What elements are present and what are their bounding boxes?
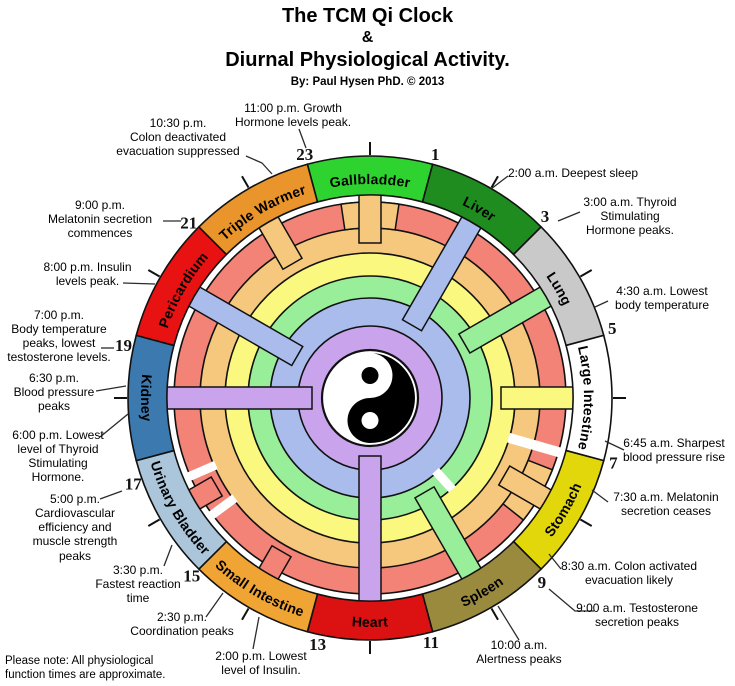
leader-line-3 — [122, 282, 156, 285]
hour-number-17: 17 — [125, 475, 143, 494]
spoke-kidney — [163, 386, 313, 410]
annotation-6pm-thyroid: 6:00 p.m. Lowest level of Thyroid Stimul… — [12, 428, 104, 485]
leader-line-1 — [245, 155, 273, 175]
leader-line-17 — [548, 588, 594, 612]
leader-line-6 — [99, 413, 129, 438]
annotation-830am-colon: 8:30 a.m. Colon activated evacuation lik… — [560, 559, 698, 588]
annotation-730am-melatonin: 7:30 a.m. Melatonin secretion ceases — [613, 490, 719, 519]
maze-gap-0 — [507, 432, 561, 458]
tick-300 — [147, 269, 161, 278]
leader-line-13 — [594, 300, 609, 308]
leader-line-7 — [99, 490, 123, 500]
spoke-heart — [358, 455, 382, 605]
leader-line-10 — [252, 616, 260, 650]
hour-number-15: 15 — [183, 567, 200, 586]
page-title-line2: Diurnal Physiological Activity. — [225, 49, 510, 71]
hour-number-21: 21 — [180, 213, 197, 232]
annotation-230pm-coordination: 2:30 p.m. Coordination peaks — [130, 610, 234, 639]
hour-number-9: 9 — [538, 573, 547, 592]
annotation-3am-tsh-peaks: 3:00 a.m. Thyroid Stimulating Hormone pe… — [583, 195, 677, 238]
tick-210 — [241, 607, 250, 621]
annotation-1030pm-colon: 10:30 p.m. Colon deactivated evacuation … — [116, 116, 240, 159]
maze-gap-2 — [187, 460, 218, 481]
hour-number-1: 1 — [431, 145, 440, 164]
leader-line-0 — [298, 128, 307, 149]
annotation-10am-alertness: 10:00 a.m. Alertness peaks — [476, 638, 562, 667]
annotation-430am-body-temp-low: 4:30 a.m. Lowest body temperature — [614, 284, 710, 313]
yin-dot — [361, 412, 379, 429]
hour-number-23: 23 — [296, 145, 313, 164]
annotation-645am-blood-pressure: 6:45 a.m. Sharpest blood pressure rise — [622, 436, 726, 465]
tick-30 — [490, 175, 499, 189]
leader-line-14 — [604, 440, 625, 451]
annotation-9am-testosterone: 9:00 a.m. Testosterone secretion peaks — [576, 601, 698, 630]
footnote: Please note: All physiological function … — [5, 655, 166, 682]
title-block: The TCM Qi Clock & Diurnal Physiological… — [0, 4, 735, 90]
page-byline: By: Paul Hysen PhD. © 2013 — [290, 76, 445, 88]
annotation-11pm-growth-hormone: 11:00 p.m. Growth Hormone levels peak. — [234, 101, 352, 130]
hour-number-7: 7 — [609, 454, 618, 473]
annotation-5pm-cardiovascular: 5:00 p.m. Cardiovascular efficiency and … — [32, 492, 118, 563]
page-title-ampersand: & — [361, 29, 374, 46]
annotation-2am-deepest-sleep: 2:00 a.m. Deepest sleep — [508, 166, 639, 180]
annotation-630pm-blood-pressure: 6:30 p.m. Blood pressure peaks — [13, 371, 95, 414]
hour-number-19: 19 — [115, 336, 132, 355]
tick-120 — [579, 518, 593, 527]
leader-line-9 — [205, 592, 224, 618]
organ-label-kidney: Kidney — [138, 374, 155, 422]
leader-line-5 — [95, 385, 127, 392]
annotation-330pm-reaction-time: 3:30 p.m. Fastest reaction time — [95, 563, 181, 606]
yang-dot — [361, 367, 379, 384]
spoke-large-intestine — [500, 386, 577, 410]
tick-240 — [147, 518, 161, 527]
annotation-2pm-insulin-low: 2:00 p.m. Lowest level of Insulin. — [215, 649, 307, 678]
leader-line-15 — [591, 489, 609, 503]
organ-label-gallbladder: Gallbladder — [328, 171, 412, 191]
spoke-gallbladder — [358, 191, 382, 244]
annotation-8pm-insulin: 8:00 p.m. Insulin levels peak. — [43, 260, 132, 289]
leader-line-12 — [557, 211, 581, 222]
hour-number-11: 11 — [423, 633, 439, 652]
tick-150 — [490, 607, 499, 621]
maze-gap-1 — [208, 494, 238, 519]
hour-number-13: 13 — [309, 635, 326, 654]
organ-label-heart: Heart — [351, 613, 388, 630]
organ-label-large-intestine: Large Intestine — [575, 344, 597, 452]
annotation-7pm-body-temperature: 7:00 p.m. Body temperature peaks, lowest… — [7, 308, 111, 365]
page-title-line1: The TCM Qi Clock — [281, 5, 454, 27]
hour-number-3: 3 — [541, 207, 550, 226]
leader-line-16 — [548, 553, 562, 570]
tick-330 — [241, 175, 250, 189]
organ-segment-triple-warmer — [197, 163, 319, 256]
annotation-9pm-melatonin: 9:00 p.m. Melatonin secretion commences — [47, 198, 153, 241]
leader-line-18 — [497, 605, 520, 641]
tick-60 — [579, 269, 593, 278]
yin-yang-symbol — [320, 348, 420, 448]
leader-line-8 — [163, 544, 173, 567]
hour-number-5: 5 — [608, 319, 617, 338]
maze-gap-3 — [432, 467, 456, 493]
leader-line-11 — [490, 175, 509, 190]
